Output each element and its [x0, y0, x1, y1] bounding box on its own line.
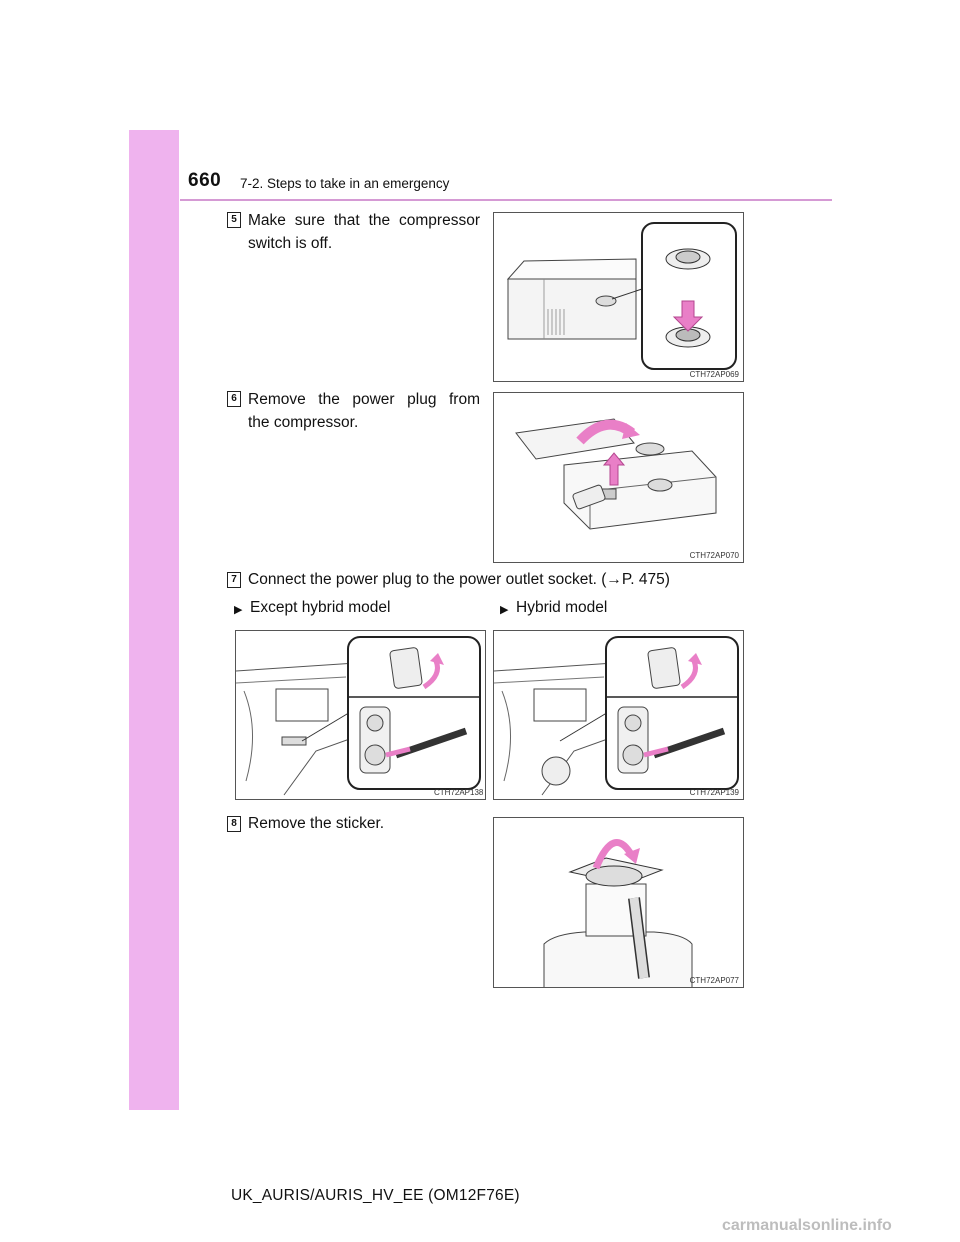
sticker-removal-illustration [543, 839, 693, 987]
step-5-line-1: Make sure that the compressor [248, 212, 480, 229]
document-footer: UK_AURIS/AURIS_HV_EE (OM12F76E) [231, 1187, 520, 1204]
variant-label-except-hybrid: Except hybrid model [250, 599, 391, 616]
figure-code: CTH72AP139 [689, 788, 739, 797]
section-title: 7-2. Steps to take in an emergency [240, 176, 450, 191]
figure-code: CTH72AP070 [689, 551, 739, 560]
figure-code: CTH72AP138 [434, 788, 484, 797]
watermark: carmanualsonline.info [722, 1217, 892, 1234]
figure-code: CTH72AP077 [689, 976, 739, 985]
page-number: 660 [188, 170, 222, 191]
variant-label-hybrid: Hybrid model [516, 599, 608, 616]
compressor-switch-illustration [506, 222, 737, 370]
step-5-line-2: switch is off. [248, 235, 333, 252]
step-7-text: Connect the power plug to the power outl… [248, 571, 670, 588]
figure-compressor-switch: CTH72AP069 [493, 212, 744, 382]
step-number-6: 6 [227, 391, 241, 407]
figure-remove-sticker: CTH72AP077 [493, 817, 744, 988]
figure-remove-power-plug: CTH72AP070 [493, 392, 744, 563]
step-number-5: 5 [227, 212, 241, 228]
step-6-line-1: Remove the power plug from [248, 391, 480, 408]
triangle-right-icon: ▶ [500, 604, 509, 616]
step-number-8: 8 [227, 816, 241, 832]
step-6-line-2: the compressor. [248, 414, 359, 431]
chapter-tab-bar [129, 130, 179, 1110]
figure-code: CTH72AP069 [689, 370, 739, 379]
step-8-text: Remove the sticker. [248, 815, 385, 832]
header-divider [180, 199, 832, 201]
figure-power-outlet-hybrid: CTH72AP139 [493, 630, 744, 800]
step-number-7: 7 [227, 572, 241, 588]
triangle-right-icon: ▶ [234, 604, 243, 616]
step-6-text: Remove the power plug from the compresso… [248, 388, 480, 434]
dashboard-outlet-illustration [236, 636, 481, 796]
figure-power-outlet-except-hybrid: CTH72AP138 [235, 630, 486, 800]
power-plug-illustration [515, 418, 717, 530]
dashboard-outlet-hybrid-illustration [494, 636, 739, 796]
step-5-text: Make sure that the compressor switch is … [248, 209, 480, 255]
